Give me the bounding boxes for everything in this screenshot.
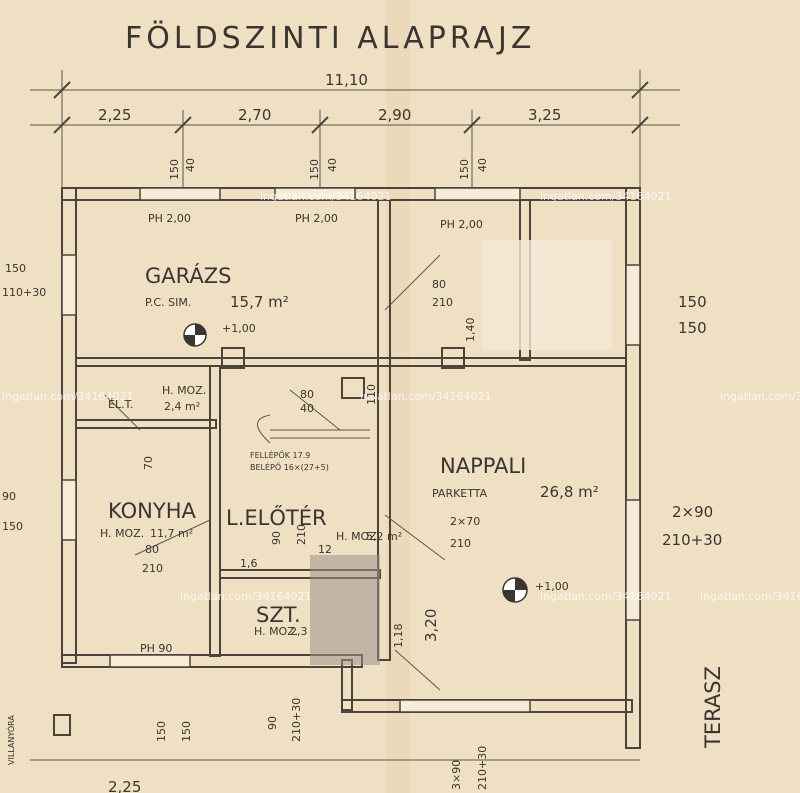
- door-swings: [104, 254, 446, 691]
- watermark-band: ingatlan.com/34164021 ingatlan.com/34164…: [2, 190, 800, 603]
- svg-text:ingatlan.com/34164021: ingatlan.com/34164021: [360, 390, 492, 403]
- svg-text:150: 150: [308, 159, 321, 180]
- hall-area: 5,2 m²: [366, 530, 402, 543]
- windows: [61, 187, 641, 713]
- garage-door-width: 80: [432, 278, 446, 291]
- stair-note-2: BELÉPŐ 16×(27+5): [250, 461, 329, 472]
- level-marker-garage: [183, 323, 207, 347]
- bottom-window-sill: 150: [155, 721, 168, 742]
- hall-dim-d: 12: [318, 543, 332, 556]
- room-name-terrace: TERASZ: [701, 666, 725, 749]
- right-window-height: 150: [678, 319, 707, 337]
- bottom-left-dimension: 2,25: [108, 778, 141, 793]
- blurred-patch: [310, 555, 380, 665]
- meter-box: [53, 714, 71, 736]
- kitchen-side-dim: 70: [142, 456, 155, 470]
- dimension-lines: [30, 70, 680, 200]
- left-window-1-sill: 150: [5, 262, 26, 275]
- kitchen-area: 11,7 m²: [150, 527, 193, 540]
- room-name-elt: ÉL.T.: [108, 398, 134, 411]
- kitchen-window-label: PH 90: [140, 642, 172, 655]
- svg-text:ingatlan.com/34164021: ingatlan.com/34164021: [700, 590, 800, 603]
- svg-text:ingatlan.com/34164021: ingatlan.com/34164021: [540, 190, 672, 203]
- kitchen-door-height: 210: [142, 562, 163, 575]
- garage-height: 1,40: [464, 318, 477, 343]
- room-name-hall: L.ELŐTÉR: [226, 505, 327, 530]
- living-door-width: 2×70: [450, 515, 480, 528]
- segment-dimension-4: 3,25: [528, 106, 561, 124]
- blurred-patch: [482, 240, 612, 350]
- garage-level: +1,00: [222, 322, 256, 335]
- szt-area: 2,3: [290, 625, 308, 638]
- svg-text:ingatlan.com/34164021: ingatlan.com/34164021: [720, 390, 800, 403]
- living-floor: PARKETTA: [432, 487, 488, 500]
- szt-floor: H. MOZ.: [254, 625, 298, 638]
- svg-text:150: 150: [458, 159, 471, 180]
- living-door-height: 210: [450, 537, 471, 550]
- stair-note-1: FELLÉPŐK 17.9: [250, 449, 310, 460]
- bottom-terrace-door-height: 210+30: [476, 746, 489, 790]
- bottom-window-height: 150: [180, 721, 193, 742]
- left-window-1-height: 110+30: [2, 286, 46, 299]
- room-name-szt: SZT.: [256, 603, 301, 627]
- right-door-height: 210+30: [662, 531, 722, 549]
- overall-dimension: 11,10: [325, 71, 368, 89]
- kitchen-door-width: 80: [145, 543, 159, 556]
- stair-width: 80: [300, 388, 314, 401]
- bottom-door-height: 210+30: [290, 698, 303, 742]
- chimney-marks: [221, 347, 465, 399]
- room-name-kitchen: KONYHA: [108, 499, 196, 523]
- room-name-garage: GARÁZS: [145, 263, 231, 288]
- svg-text:40: 40: [184, 158, 197, 172]
- room-name-living: NAPPALI: [440, 454, 526, 478]
- kitchen-floor: H. MOZ.: [100, 527, 144, 540]
- elt-floor: H. MOZ.: [162, 384, 206, 397]
- window-label-3: PH 2,00: [440, 218, 483, 231]
- bottom-door-width: 90: [266, 716, 279, 730]
- garage-door-height: 210: [432, 296, 453, 309]
- level-marker-living: [502, 577, 528, 603]
- window-label-2: PH 2,00: [295, 212, 338, 225]
- living-height-1: 3,20: [422, 609, 440, 642]
- garage-area: 15,7 m²: [230, 293, 289, 311]
- stair-depth: 40: [300, 402, 314, 415]
- svg-text:150: 150: [168, 159, 181, 180]
- hall-floor: H. MOZ.: [336, 530, 380, 543]
- elt-area: 2,4 m²: [164, 400, 200, 413]
- garage-floor: P.C. SIM.: [145, 296, 191, 309]
- svg-text:40: 40: [326, 158, 339, 172]
- right-window-sill: 150: [678, 293, 707, 311]
- meter-label: VILLANYÓRA: [5, 715, 16, 765]
- svg-text:ingatlan.com/34164021: ingatlan.com/34164021: [180, 590, 312, 603]
- right-door-width: 2×90: [672, 503, 713, 521]
- bottom-terrace-door-width: 3×90: [450, 760, 463, 790]
- left-window-2-sill: 90: [2, 490, 16, 503]
- svg-text:ingatlan.com/34164021: ingatlan.com/34164021: [260, 190, 392, 203]
- window-label-1: PH 2,00: [148, 212, 191, 225]
- svg-text:ingatlan.com/34164021: ingatlan.com/34164021: [540, 590, 672, 603]
- hall-dim-c: 1,6: [240, 557, 258, 570]
- plan-title: FÖLDSZINTI ALAPRAJZ: [125, 20, 535, 56]
- window-sill-labels: 150 40 150 40 150 40: [168, 158, 489, 180]
- living-area: 26,8 m²: [540, 483, 599, 501]
- living-height-2: 1,18: [392, 624, 405, 649]
- segment-dimension-3: 2,90: [378, 106, 411, 124]
- walls: [61, 187, 641, 749]
- segment-dimension-2: 2,70: [238, 106, 271, 124]
- hall-door-width: 90: [270, 531, 283, 545]
- svg-text:40: 40: [476, 158, 489, 172]
- hall-door-height: 210: [295, 524, 308, 545]
- stair-height: 110: [365, 384, 378, 405]
- segment-dimension-1: 2,25: [98, 106, 131, 124]
- svg-text:ingatlan.com/34164021: ingatlan.com/34164021: [2, 390, 134, 403]
- stair-lines: [257, 414, 370, 444]
- living-level: +1,00: [535, 580, 569, 593]
- left-window-2-height: 150: [2, 520, 23, 533]
